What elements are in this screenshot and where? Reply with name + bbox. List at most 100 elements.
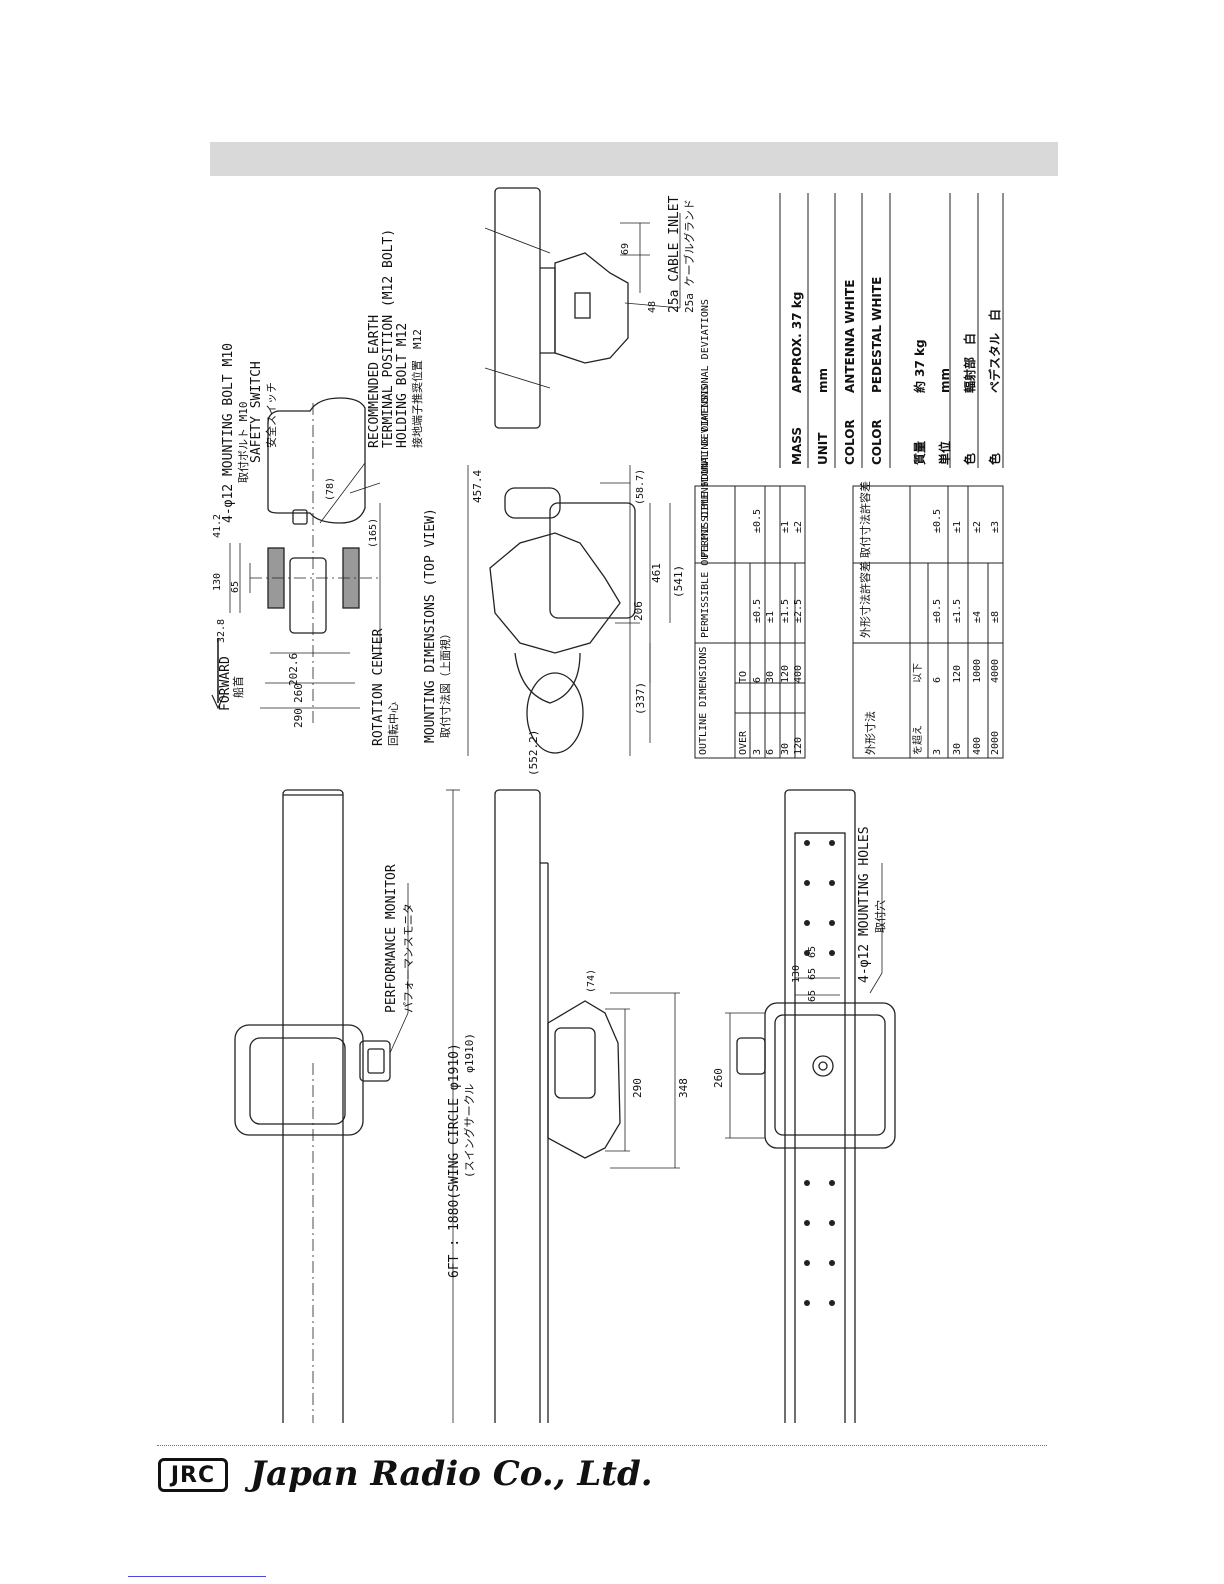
drawing-linework — [211, 187, 1004, 1423]
spec-jp-unit-value: mm — [938, 367, 952, 393]
spec-jp-unit-label: 単位 — [938, 440, 952, 465]
dim-348: 348 — [677, 1078, 690, 1098]
earth-terminal-line1: RECOMMENDED EARTH — [367, 314, 382, 448]
holding-bolt-label: HOLDING BOLT M12 — [395, 322, 410, 448]
dim-290: 290 — [292, 708, 305, 728]
dim-130: 130 — [212, 572, 223, 591]
tol-jp-head-over: を超え — [913, 725, 924, 755]
cable-inlet-view — [484, 187, 681, 429]
dim-457-4: 457.4 — [471, 469, 484, 503]
tol-en-r0-over: 3 — [752, 748, 763, 755]
safety-switch-label-jp: 安全スイッチ — [265, 382, 278, 448]
spec-unit-value: mm — [816, 367, 830, 393]
dim-65-bottom-b: 65 — [807, 967, 818, 980]
outline-drawing: FORWARD 船首 ROTATION CENTER 回転中心 MOUNTING… — [210, 183, 1058, 1423]
pedestal-side-1 — [234, 1024, 364, 1136]
mounting-holes-label-jp: 取付穴 — [874, 900, 887, 933]
pedestal-side-2 — [547, 1000, 621, 1159]
dim-65-bottom-c: 65 — [807, 989, 818, 1002]
tol-jp-r2-to: 120 — [952, 664, 963, 683]
tol-en-head-to: TO — [738, 670, 749, 683]
tol-en-r2-outline: ±1.5 — [780, 598, 791, 623]
tol-en-r3-over: 120 — [793, 736, 804, 755]
spec-jp-color-pedestal-label: 色 — [988, 452, 1002, 465]
tol-en-r1-outline: ±1 — [765, 610, 776, 623]
side-view-2 — [494, 789, 680, 1423]
tol-en-r1-over: 6 — [765, 748, 776, 755]
dim-48: 48 — [647, 300, 658, 313]
tol-en-r0-to: 6 — [752, 676, 763, 683]
mounting-side-view — [467, 465, 671, 756]
tol-jp-r4-over: 400 — [972, 736, 983, 755]
spec-jp-color-pedestal-value: ペデスタル 白 — [988, 308, 1002, 393]
cable-inlet-label: 25a CABLE INLET — [667, 195, 682, 313]
company-name: Japan Radio Co., Ltd. — [250, 1454, 653, 1494]
tol-jp-r6-outline: ±8 — [990, 610, 1001, 623]
dim-461: 461 — [650, 563, 663, 583]
tol-jp-r2-outline: ±1.5 — [952, 598, 963, 623]
swing-circle-dimension — [446, 789, 460, 1423]
side-view-1 — [234, 789, 409, 1423]
performance-monitor — [359, 1040, 391, 1082]
dim-69: 69 — [620, 242, 631, 255]
tol-en-r1-to: 30 — [765, 670, 776, 683]
tol-jp-head-outline-dev: 外形寸法許容差 — [859, 561, 872, 638]
dim-130-bottom: 130 — [791, 964, 802, 983]
tol-en-r2-over: 30 — [780, 742, 791, 755]
dim-58-7: (58.7) — [635, 468, 646, 505]
performance-monitor-label-jp: パフォーマンスモニタ — [402, 903, 415, 1013]
radiator-bottom — [784, 789, 856, 1423]
tol-jp-head-to: 以下 — [913, 663, 924, 683]
tol-jp-head-outline: 外形寸法 — [864, 711, 877, 755]
tol-jp-head-mount-dev: 取付寸法許容差 — [859, 481, 872, 558]
dim-32-8: 32.8 — [216, 618, 227, 643]
tol-jp-r0-to: 6 — [932, 676, 943, 683]
tol-jp-r2-mount: ±1 — [952, 520, 963, 533]
dim-65: 65 — [230, 580, 241, 593]
tol-en-r3-outline: ±2.5 — [793, 598, 804, 623]
pedestal-footprint — [267, 397, 366, 524]
tol-jp-r0-over: 3 — [932, 748, 943, 755]
tol-en-head-outline: OUTLINE DIMENSIONS — [698, 646, 709, 755]
forward-label: FORWARD — [218, 656, 233, 711]
dim-337: (337) — [634, 681, 647, 715]
radiator-side-1 — [282, 789, 344, 1423]
mounting-top-view — [211, 397, 381, 723]
dim-206: 206 — [632, 601, 645, 621]
spec-jp-mass-label: 質量 — [913, 440, 927, 465]
tol-jp-r3-mount: ±2 — [972, 520, 983, 533]
tol-en-r3-mount: ±2 — [793, 520, 804, 533]
cable-inlet-label-jp: 25a ケーブルグランド — [683, 199, 696, 313]
tol-jp-r4-to: 1000 — [972, 658, 983, 683]
tol-jp-r5-mount: ±3 — [990, 520, 1001, 533]
mounting-dims-title-jp: 取付寸法図（上面視） — [439, 628, 452, 738]
rotation-center-label-jp: 回転中心 — [387, 702, 400, 746]
jrc-logo: JRC — [158, 1458, 228, 1492]
spec-color-pedestal-value: PEDESTAL WHITE — [870, 276, 884, 393]
dim-74: (74) — [586, 968, 597, 993]
spec-mass-label: MASS — [790, 427, 804, 465]
mounting-plate — [794, 832, 846, 1423]
spec-jp-mass-value: 約 37 kg — [913, 339, 927, 393]
rotation-center-label: ROTATION CENTER — [371, 628, 386, 746]
footer-divider — [157, 1445, 1047, 1446]
tolerance-table-jp-grid — [852, 485, 1004, 759]
dim-260-bottom: 260 — [712, 1068, 725, 1088]
tol-jp-r0-mount: ±0.5 — [932, 508, 943, 533]
tol-en-r2-mount: ±1 — [780, 520, 791, 533]
tol-en-r2-to: 120 — [780, 664, 791, 683]
tol-en-r3-to: 400 — [793, 664, 804, 683]
bottom-link-underline[interactable] — [128, 1576, 266, 1577]
mounting-dims-title: MOUNTING DIMENSIONS (TOP VIEW) — [423, 508, 438, 743]
dim-165: (165) — [368, 517, 379, 548]
dim-65-bottom-a: 65 — [807, 945, 818, 958]
dim-541: (541) — [672, 564, 685, 598]
tol-jp-r6-over: 2000 — [990, 730, 1001, 755]
pedestal-bottom — [764, 1002, 896, 1149]
jrc-logo-text: JRC — [170, 1462, 216, 1488]
tol-jp-r0-outline: ±0.5 — [932, 598, 943, 623]
mounting-holes-label: 4-φ12 MOUNTING HOLES — [857, 826, 872, 983]
tol-en-r0-outline: ±0.5 — [752, 598, 763, 623]
dim-260: 260 — [292, 683, 305, 703]
tol-jp-r4-outline: ±4 — [972, 610, 983, 623]
